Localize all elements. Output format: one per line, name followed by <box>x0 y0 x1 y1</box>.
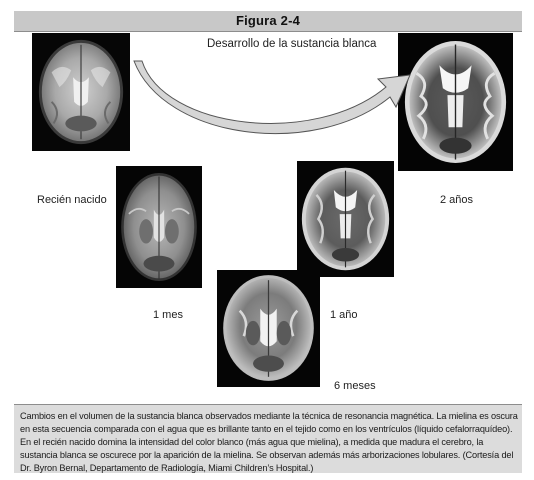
development-arrow-icon <box>133 60 411 134</box>
figure-title: Figura 2-4 <box>235 13 301 28</box>
stage-label-2-years: 2 años <box>440 194 474 206</box>
arrow-caption: Desarrollo de la sustancia blanca <box>207 38 377 50</box>
stage-label-newborn: Recién nacido <box>37 194 107 206</box>
figure-caption: Cambios en el volumen de la sustancia bl… <box>20 411 518 473</box>
figure-caption-box: Cambios en el volumen de la sustancia bl… <box>14 404 522 473</box>
figure: Figura 2-4 <box>14 11 522 473</box>
mri-scan-1-month <box>116 166 202 288</box>
mri-scan-2-years <box>398 33 513 171</box>
mri-scan-1-year <box>297 161 394 277</box>
stage-label-6-months: 6 meses <box>334 380 376 392</box>
figure-header: Figura 2-4 <box>14 11 522 32</box>
mri-scan-newborn <box>32 33 130 151</box>
stage-label-1-month: 1 mes <box>153 309 183 321</box>
stage-label-1-year: 1 año <box>330 309 358 321</box>
mri-scan-6-months <box>217 270 320 387</box>
